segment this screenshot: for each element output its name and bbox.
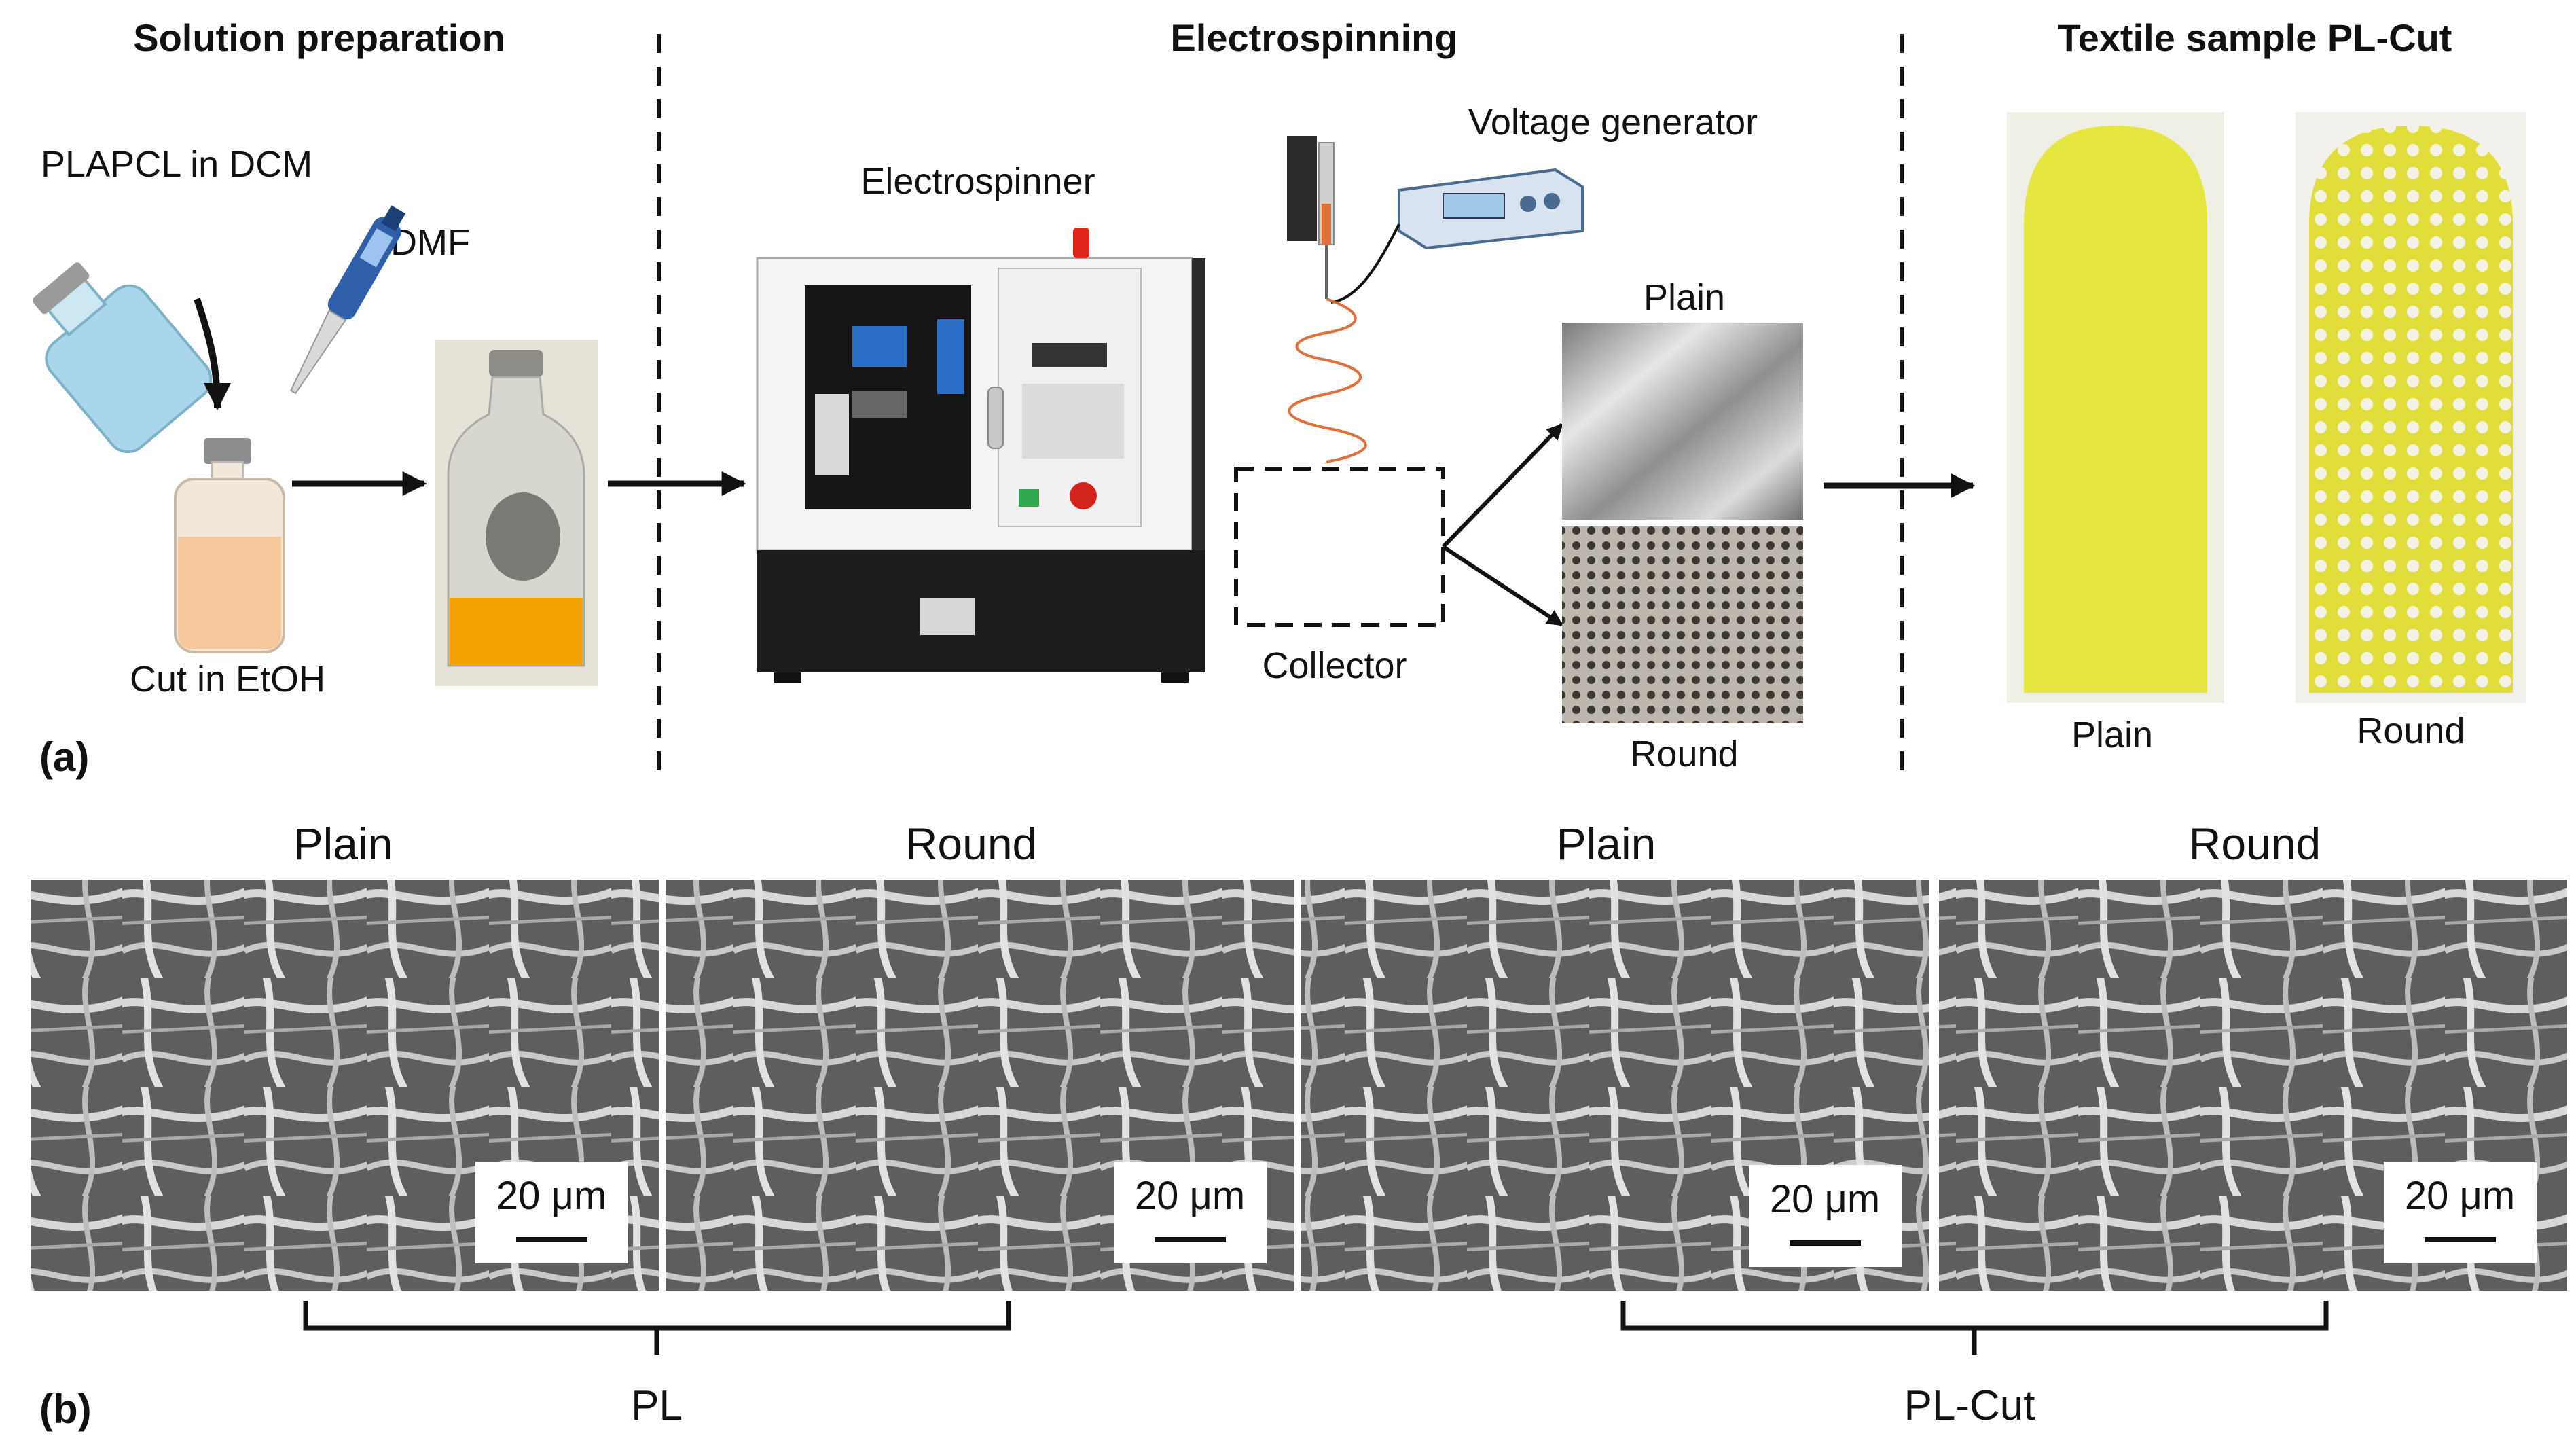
group-label-plcut: PL-Cut <box>1904 1382 2035 1429</box>
scale-bar-3: 20 μm <box>1749 1165 1902 1267</box>
label-dmf: DMF <box>391 222 470 263</box>
mix-vial-icon <box>174 438 285 653</box>
bracket-plcut <box>1620 1301 2329 1355</box>
label-voltage-generator: Voltage generator <box>1468 102 1758 143</box>
sem-title-2: Round <box>905 819 1038 869</box>
collector-box <box>1234 467 1445 627</box>
scale-bar-1: 20 μm <box>475 1162 628 1263</box>
label-plapcl: PLAPCL in DCM <box>41 144 312 185</box>
blue-vial-icon <box>32 262 213 454</box>
label-round-collector: Round <box>1630 734 1738 774</box>
electrospinner-machine-icon <box>756 228 1205 683</box>
panel-b-label: (b) <box>39 1386 92 1432</box>
arrow-to-round-collector <box>1442 545 1564 627</box>
svg-text:20 μm: 20 μm <box>496 1174 606 1218</box>
plain-collector-photo <box>1562 323 1803 520</box>
svg-text:20 μm: 20 μm <box>1135 1174 1245 1218</box>
label-cut-etoh: Cut in EtOH <box>130 659 325 700</box>
fiber-jet-spiral <box>1288 298 1367 463</box>
label-plain-collector: Plain <box>1644 277 1725 318</box>
pipette-icon <box>289 205 406 395</box>
solution-bottle-photo <box>435 340 598 686</box>
sem-title-4: Round <box>2189 819 2321 869</box>
svg-text:20 μm: 20 μm <box>2405 1174 2515 1218</box>
sem-title-1: Plain <box>293 819 393 869</box>
bracket-pl <box>303 1301 1011 1355</box>
section-title-solution: Solution preparation <box>133 16 505 59</box>
panel-a-label: (a) <box>39 734 89 780</box>
section-title-electrospinning: Electrospinning <box>1170 16 1457 59</box>
label-round-textile: Round <box>2357 711 2465 751</box>
voltage-generator-icon <box>1398 168 1584 250</box>
section-title-textile: Textile sample PL-Cut <box>2058 16 2452 59</box>
scale-bar-2: 20 μm <box>1114 1162 1267 1263</box>
round-collector-photo <box>1562 526 1803 723</box>
round-textile-photo <box>2296 112 2526 703</box>
sem-title-3: Plain <box>1557 819 1656 869</box>
arrow-to-plain-collector <box>1441 423 1564 549</box>
syringe-icon <box>1287 136 1335 299</box>
plain-textile-photo <box>2007 112 2224 703</box>
scale-bar-4: 20 μm <box>2384 1162 2537 1263</box>
group-label-pl: PL <box>631 1382 683 1429</box>
voltage-cable <box>1330 223 1400 304</box>
label-plain-textile: Plain <box>2071 715 2153 755</box>
label-electrospinner: Electrospinner <box>860 161 1095 202</box>
label-collector: Collector <box>1262 645 1407 686</box>
arrow-mix <box>194 298 231 410</box>
svg-text:20 μm: 20 μm <box>1770 1177 1880 1221</box>
